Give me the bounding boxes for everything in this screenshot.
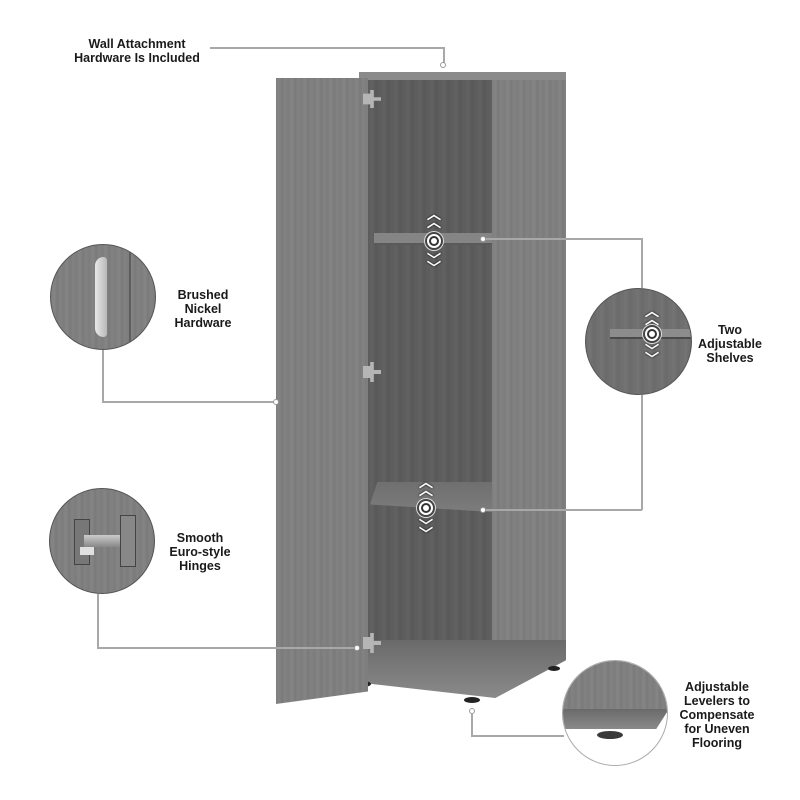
leader-endpoint: [354, 645, 360, 651]
leader-line: [102, 350, 104, 402]
leveler-foot-right: [548, 666, 560, 671]
arrow-down-icon: ﹀: [427, 252, 441, 268]
leader-endpoint: [440, 62, 446, 68]
cabinet-side-panel: [492, 80, 566, 660]
arrow-down-icon: ﹀: [645, 343, 659, 359]
panel-closeup: [563, 661, 667, 709]
label-line: Adjustable: [685, 680, 749, 694]
leader-line: [102, 401, 275, 403]
door-edge-line: [129, 245, 131, 349]
leader-line: [97, 594, 99, 648]
detail-circle-hinge: [49, 488, 155, 594]
label-line: Smooth: [176, 531, 224, 545]
arrow-up-icon: ︿: [419, 474, 433, 490]
leader-line: [210, 47, 444, 49]
label-line: Compensate: [679, 708, 755, 722]
arrow-up-icon: ︿: [645, 311, 659, 327]
detail-circle-leveler: [562, 660, 668, 766]
leader-endpoint: [480, 236, 486, 242]
arrow-down-icon: ﹀: [419, 518, 433, 534]
feature-label-brushed-nickel: Brushed Nickel Hardware: [158, 288, 248, 330]
base-closeup: [563, 709, 667, 729]
arrow-up-icon: ︿: [427, 214, 441, 230]
leader-line: [443, 47, 445, 63]
arrow-up-icon: ︿: [419, 482, 433, 498]
cabinet-interior: [368, 80, 492, 665]
label-line: Euro-style: [169, 545, 231, 559]
leader-line: [486, 238, 642, 240]
shelf-adjust-target-icon: [645, 327, 659, 341]
label-line: Hinges: [179, 559, 221, 573]
detail-circle-shelf: ︿ ︿ ﹀ ﹀: [585, 288, 692, 395]
feature-label-euro-hinges: Smooth Euro-style Hinges: [158, 531, 242, 573]
label-line: Brushed: [177, 288, 229, 302]
label-line: for Uneven: [684, 722, 750, 736]
label-line: Adjustable: [698, 337, 762, 351]
leader-line: [471, 735, 564, 737]
shelf-adjust-target-icon: [427, 234, 441, 248]
detail-circle-handle: [50, 244, 156, 350]
hinge-plate-icon: [120, 515, 136, 567]
label-line: Wall Attachment: [88, 37, 186, 51]
feature-label-adjustable-shelves: Two Adjustable Shelves: [692, 323, 768, 365]
arrow-down-icon: ﹀: [427, 260, 441, 276]
handle-icon: [95, 257, 107, 337]
label-line: Flooring: [692, 736, 742, 750]
label-line: Nickel: [184, 302, 222, 316]
leader-line: [641, 395, 643, 510]
shelf-adjust-target-icon: [419, 501, 433, 515]
leader-endpoint: [273, 399, 279, 405]
label-line: Hardware Is Included: [74, 51, 200, 65]
leader-endpoint: [480, 507, 486, 513]
leader-line: [486, 509, 642, 511]
hinge-latch-icon: [80, 547, 94, 555]
cabinet-door: [276, 78, 368, 704]
leveler-foot-icon: [597, 731, 623, 739]
leader-line: [97, 647, 355, 649]
label-line: Levelers to: [683, 694, 750, 708]
arrow-up-icon: ︿: [427, 206, 441, 222]
leader-line: [471, 714, 473, 736]
feature-label-levelers: Adjustable Levelers to Compensate for Un…: [672, 680, 762, 750]
feature-label-wall-attachment: Wall Attachment Hardware Is Included: [62, 37, 212, 65]
arrow-down-icon: ﹀: [645, 351, 659, 367]
label-line: Shelves: [706, 351, 754, 365]
leader-line: [641, 238, 643, 288]
arrow-up-icon: ︿: [645, 303, 659, 319]
cabinet-top: [359, 72, 566, 80]
label-line: Hardware: [174, 316, 232, 330]
cabinet-base: [352, 640, 566, 698]
leveler-foot-front: [464, 697, 480, 703]
label-line: Two: [717, 323, 743, 337]
leader-endpoint: [469, 708, 475, 714]
arrow-down-icon: ﹀: [419, 526, 433, 542]
